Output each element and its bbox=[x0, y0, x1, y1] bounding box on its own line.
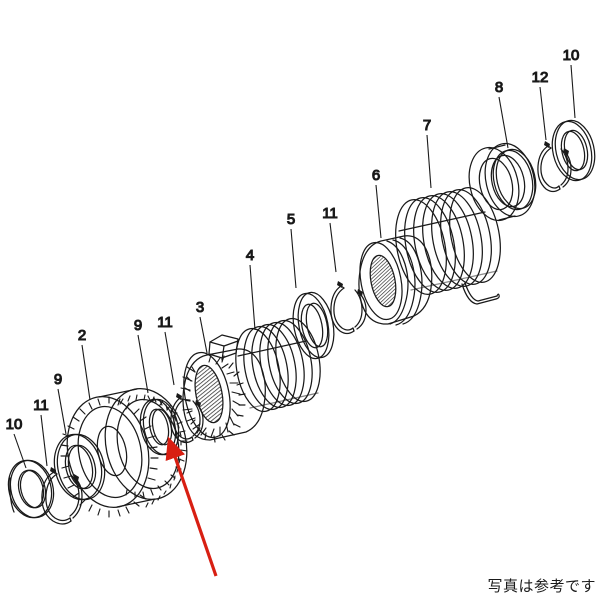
leader-line bbox=[249, 264, 256, 331]
leader-line bbox=[137, 334, 149, 394]
leader-line bbox=[426, 134, 432, 189]
leader-line bbox=[13, 433, 27, 469]
pointer-arrow bbox=[165, 436, 218, 577]
leader-line bbox=[329, 222, 337, 273]
callout-11-circlip: 11 bbox=[322, 204, 338, 273]
part-10-washer-left bbox=[7, 459, 55, 519]
part-8-bearing bbox=[468, 142, 537, 222]
callout-12-circlip: 12 bbox=[531, 68, 549, 141]
callout-9-thrust-washer: 9 bbox=[133, 316, 149, 394]
callout-4-spring-coil: 4 bbox=[245, 246, 256, 331]
callout-number: 2 bbox=[78, 327, 86, 344]
callout-number: 6 bbox=[372, 167, 380, 184]
part-10-washer-right bbox=[551, 119, 596, 182]
callout-10-washer: 10 bbox=[5, 415, 27, 469]
callout-5-ring: 5 bbox=[286, 210, 297, 289]
leader-line bbox=[199, 316, 208, 354]
leader-line bbox=[57, 388, 67, 435]
callout-11-circlip: 11 bbox=[157, 313, 175, 386]
leader-line bbox=[290, 228, 297, 289]
callout-2-gear: 2 bbox=[77, 326, 91, 401]
leader-line bbox=[40, 414, 48, 467]
part-11-circlip-right bbox=[330, 281, 367, 335]
callout-number: 9 bbox=[134, 317, 142, 334]
callout-number: 10 bbox=[563, 47, 580, 64]
leader-line bbox=[375, 184, 382, 239]
leader-line bbox=[498, 96, 509, 149]
callout-number: 3 bbox=[196, 299, 204, 316]
callout-number: 5 bbox=[287, 211, 295, 228]
callout-number: 10 bbox=[6, 416, 23, 433]
callout-6-dog-clutch: 6 bbox=[371, 166, 382, 239]
callout-number: 4 bbox=[246, 247, 254, 264]
reference-caption: 写真は参考です bbox=[487, 577, 596, 595]
callout-number: 12 bbox=[532, 69, 549, 86]
callout-number: 9 bbox=[54, 371, 62, 388]
leader-line bbox=[539, 86, 547, 141]
callout-number: 11 bbox=[33, 397, 49, 414]
callout-number: 8 bbox=[495, 79, 503, 96]
leader-line bbox=[570, 64, 576, 119]
callout-number: 11 bbox=[157, 314, 173, 331]
callout-layer: 10 11 9 2 9 11 3 4 5 11 6 7 8 12 10 bbox=[5, 46, 580, 469]
callout-number: 11 bbox=[322, 205, 338, 222]
part-4-coil-spring bbox=[235, 317, 321, 413]
part-12-circlip bbox=[537, 141, 572, 193]
leader-line bbox=[164, 331, 175, 386]
part-7-coil-spring bbox=[395, 187, 501, 305]
part-11-circlip-left bbox=[41, 467, 83, 525]
callout-11-circlip: 11 bbox=[33, 396, 49, 467]
part-3-synchro-hub bbox=[180, 334, 266, 443]
callout-10-washer: 10 bbox=[562, 46, 580, 119]
callout-7-coil-spring: 7 bbox=[422, 116, 432, 189]
part-6-dog-clutch bbox=[358, 235, 433, 326]
callout-3-synchronizer-hub: 3 bbox=[195, 298, 208, 354]
callout-8-bearing: 8 bbox=[494, 78, 509, 149]
callout-number: 7 bbox=[423, 117, 431, 134]
callout-9-thrust-washer: 9 bbox=[53, 370, 67, 435]
leader-line bbox=[81, 344, 91, 401]
